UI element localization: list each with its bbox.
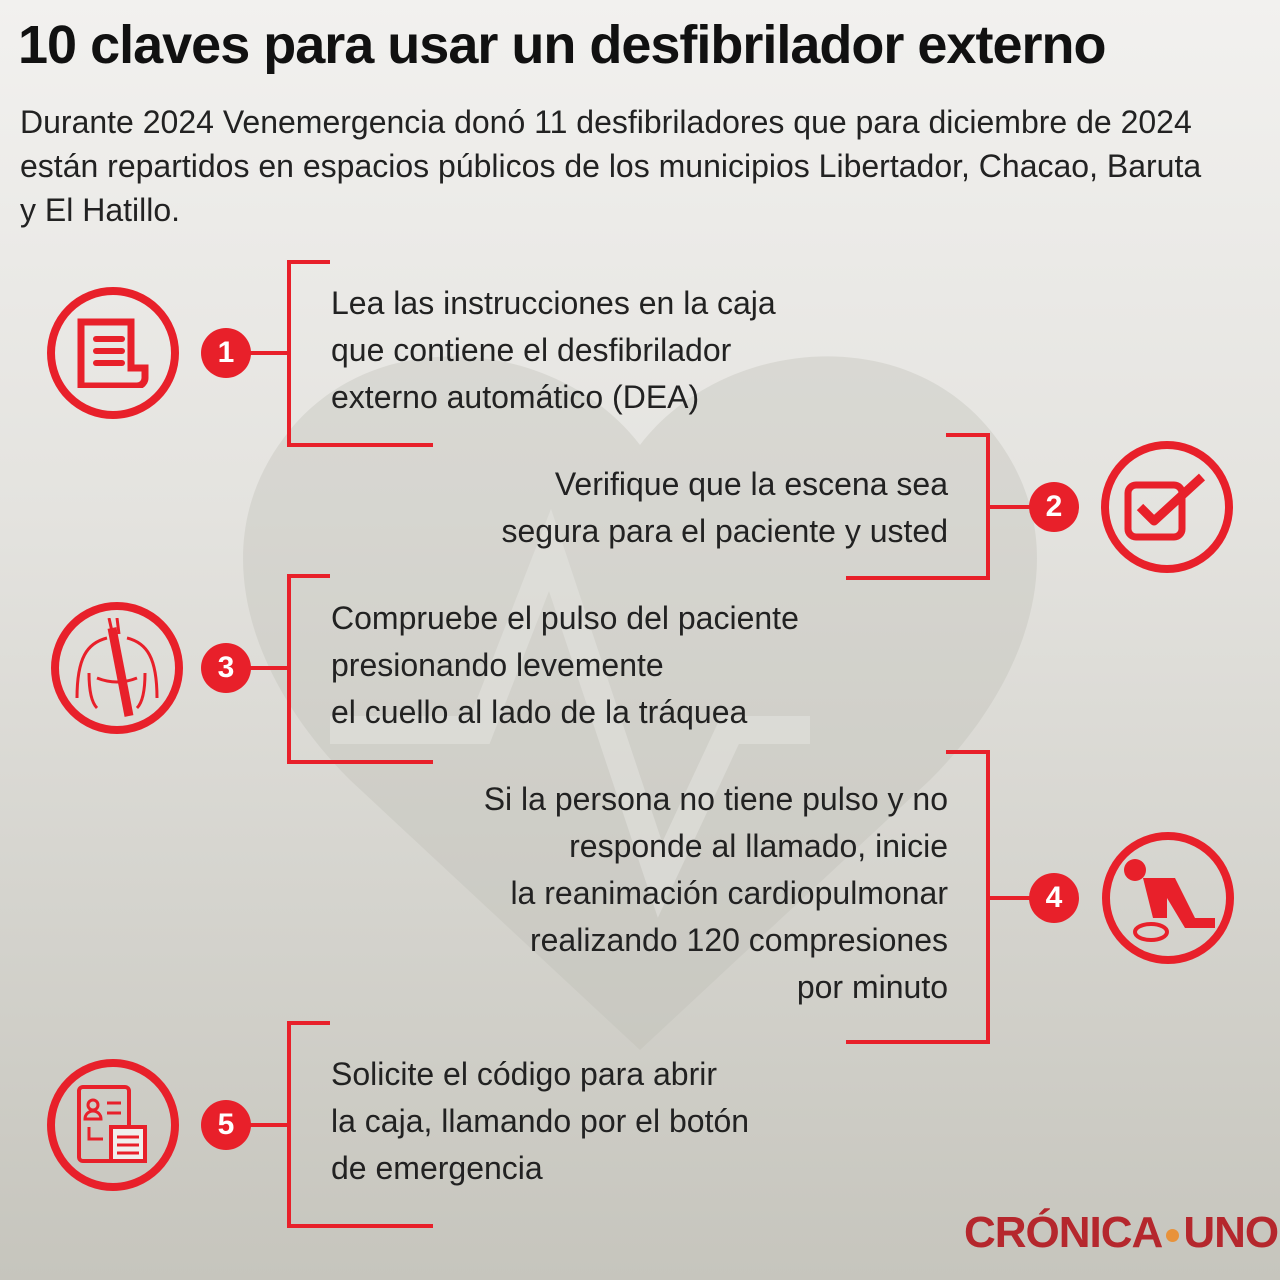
connector — [250, 666, 290, 670]
bracket-bottom — [287, 760, 433, 764]
icon-circle — [1102, 832, 1234, 964]
step-number-badge: 1 — [201, 328, 251, 378]
bracket-top — [946, 433, 990, 437]
step-text: Solicite el código para abrir la caja, l… — [331, 1056, 750, 1186]
icon-circle — [47, 1059, 179, 1191]
heart-watermark-icon — [243, 356, 1037, 1050]
page-title: 10 claves para usar un desfibrilador ext… — [18, 15, 1106, 75]
document-icon — [77, 318, 149, 388]
step-text: Verifique que la escena sea segura para … — [501, 466, 948, 549]
icon-circle — [47, 287, 179, 419]
connector — [250, 351, 290, 355]
bracket — [287, 574, 291, 764]
bracket-bottom — [846, 576, 990, 580]
step-number-badge: 5 — [201, 1100, 251, 1150]
cpr-icon — [1124, 859, 1215, 942]
step-text: Lea las instrucciones en la caja que con… — [331, 285, 776, 415]
step-text: Compruebe el pulso del paciente presiona… — [331, 600, 799, 730]
bracket-bottom — [287, 443, 433, 447]
connector — [988, 896, 1030, 900]
bracket-top — [287, 260, 330, 264]
bracket-bottom — [846, 1040, 990, 1044]
step-number-badge: 4 — [1029, 873, 1079, 923]
subtitle: Durante 2024 Venemergencia donó 11 desfi… — [20, 104, 1202, 228]
call-form-icon — [77, 1085, 147, 1163]
bracket-bottom — [287, 1224, 433, 1228]
step-text: Si la persona no tiene pulso y no respon… — [483, 781, 948, 1005]
bracket-top — [287, 1021, 330, 1025]
torso-pulse-icon — [75, 618, 159, 717]
step-number-badge: 3 — [201, 643, 251, 693]
bracket — [287, 260, 291, 447]
logo-left: CRÓNICA — [964, 1208, 1163, 1257]
cronica-uno-logo: CRÓNICA UNO — [964, 1208, 1279, 1258]
logo-dot — [1166, 1228, 1180, 1242]
step-number-badge: 2 — [1029, 482, 1079, 532]
icon-circle — [51, 602, 183, 734]
connector — [250, 1123, 290, 1127]
bracket-top — [946, 750, 990, 754]
connector — [988, 505, 1030, 509]
bracket — [287, 1021, 291, 1228]
logo-right: UNO — [1183, 1208, 1279, 1257]
bracket — [986, 433, 990, 580]
icon-circle — [1101, 441, 1233, 573]
bracket — [986, 750, 990, 1044]
checkbox-icon — [1124, 473, 1206, 541]
bracket-top — [287, 574, 330, 578]
